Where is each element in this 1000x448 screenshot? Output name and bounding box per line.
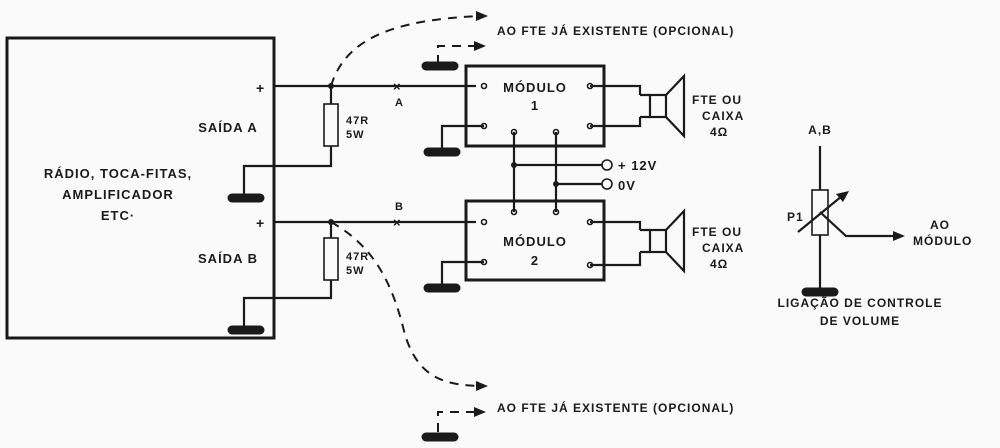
- volume-caption-line1: LIGAÇÃO DE CONTROLE: [778, 295, 943, 310]
- optional-arrow-top: [476, 11, 488, 21]
- power-bus-horizontal: [514, 163, 602, 186]
- volume-output-arrow: [893, 231, 905, 241]
- speaker-1-label-line3: 4Ω: [710, 125, 728, 139]
- zero-v-terminal: [601, 178, 613, 190]
- ground-b-lead: [242, 296, 274, 330]
- volume-input-label: A,B: [808, 123, 832, 137]
- volume-output-line1: AO: [930, 218, 950, 232]
- speaker-2-label-line2: CAIXA: [702, 241, 744, 255]
- module-1-number: 1: [531, 98, 539, 113]
- module-1-input-terminal: [480, 82, 488, 90]
- module-1-box: [464, 64, 606, 148]
- output-a-resistor-leads: [274, 86, 333, 168]
- resistor-b: [323, 237, 339, 281]
- zero-v-junction: [553, 181, 559, 187]
- plus-12v-terminal: [601, 159, 613, 171]
- module-2-title: MÓDULO: [503, 234, 567, 249]
- output-b-label: SAÍDA B: [198, 251, 258, 266]
- speaker-2-leads: [590, 220, 642, 267]
- resistor-a-power: 5W: [346, 129, 365, 141]
- source-label-line1: RÁDIO, TOCA-FITAS,: [44, 166, 192, 181]
- node-a-label: A: [395, 97, 404, 109]
- speaker-1-terminals: [640, 93, 650, 119]
- module-2-number: 2: [531, 253, 539, 268]
- optional-ground-arrow-top: [474, 41, 486, 51]
- pot-label: P1: [787, 210, 804, 224]
- power-bus-vertical: [512, 132, 558, 212]
- speaker-2-cone: [665, 208, 686, 274]
- optional-arrow-bottom: [476, 381, 488, 391]
- resistor-b-value: 47R: [346, 251, 369, 263]
- speaker-2-terminals: [640, 228, 650, 254]
- volume-output-line2: MÓDULO: [913, 233, 972, 248]
- plus-12v-junction: [511, 162, 517, 168]
- optional-dashed-wire-top: [330, 15, 481, 87]
- output-a-plus: +: [256, 80, 265, 96]
- optional-dashed-wire-bottom: [330, 221, 481, 387]
- resistor-a: [323, 103, 339, 147]
- speaker-2-magnet: [648, 228, 668, 254]
- output-b-plus: +: [256, 215, 265, 231]
- speaker-1-label-line2: CAIXA: [702, 109, 744, 123]
- node-b-label: B: [395, 201, 404, 213]
- node-b-x: ×: [393, 215, 402, 230]
- module-1-title: MÓDULO: [503, 80, 567, 95]
- source-label-line2: AMPLIFICADOR: [62, 187, 174, 202]
- speaker-1-magnet: [648, 93, 668, 119]
- plus-12v-label: + 12V: [618, 158, 657, 173]
- speaker-1-label-line1: FTE OU: [692, 93, 742, 107]
- volume-output-wire: [819, 211, 895, 238]
- module-2-input-terminal: [480, 218, 488, 226]
- potentiometer-wiper-arrow-line: [797, 195, 843, 233]
- resistor-a-value: 47R: [346, 115, 369, 127]
- optional-note-bottom: AO FTE JÁ EXISTENTE (OPCIONAL): [497, 400, 734, 415]
- optional-ground-dash-bottom: [437, 411, 478, 432]
- module-2-ground-lead: [440, 260, 484, 288]
- potentiometer-wiper-arrowhead: [836, 191, 849, 202]
- zero-v-label: 0V: [618, 178, 636, 193]
- volume-caption-line2: DE VOLUME: [820, 314, 900, 328]
- output-a-label: SAÍDA A: [198, 120, 257, 135]
- speaker-2-label-line1: FTE OU: [692, 225, 742, 239]
- optional-ground-arrow-bottom: [474, 407, 486, 417]
- source-block: [5, 36, 276, 340]
- optional-note-top: AO FTE JÁ EXISTENTE (OPCIONAL): [497, 23, 734, 38]
- resistor-b-power: 5W: [346, 265, 365, 277]
- module-1-ground-lead: [440, 124, 484, 152]
- optional-ground-dash-top: [437, 45, 478, 64]
- source-label-line3: ETC·: [101, 208, 135, 223]
- potentiometer-p1: [811, 189, 829, 236]
- node-a-x: ×: [393, 79, 402, 94]
- ground-a-lead: [242, 164, 274, 198]
- module-2-box: [464, 199, 606, 282]
- speaker-1-cone: [665, 73, 686, 139]
- speaker-1-leads: [590, 84, 642, 128]
- speaker-2-label-line3: 4Ω: [710, 257, 728, 271]
- output-b-resistor-leads: [274, 222, 333, 300]
